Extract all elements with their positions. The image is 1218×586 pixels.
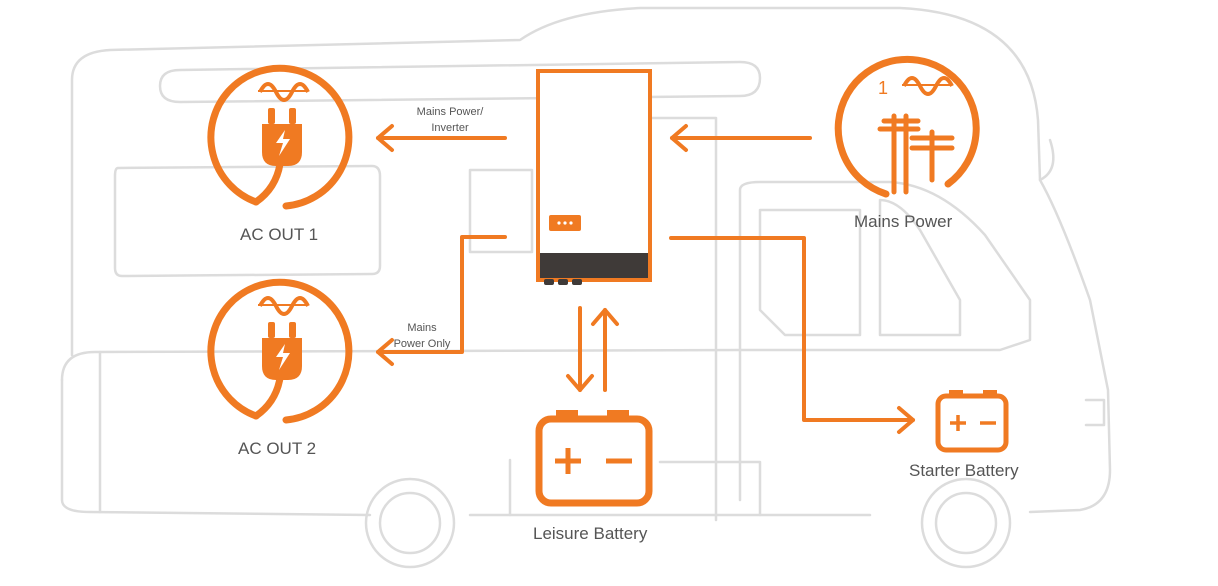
plug-icon: [207, 278, 353, 424]
ac-out-1-label: AC OUT 1: [240, 225, 319, 244]
flow-label-line: Inverter: [431, 122, 469, 134]
flow-label-line: Power Only: [393, 338, 451, 350]
inverter-charger-icon: [536, 69, 652, 285]
arrow-inverter-to-starter-battery: [669, 236, 915, 434]
battery-icon: [535, 410, 653, 507]
arrow-inverter-to-leisure-battery: [566, 306, 594, 392]
leisure-battery-label: Leisure Battery: [533, 524, 648, 543]
phase-number: 1: [878, 78, 889, 98]
arrow-inverter-to-ac-out-2: [376, 235, 507, 366]
flow-label-ac-out-2: Mains Power Only: [382, 320, 462, 352]
ac-out-2-label: AC OUT 2: [238, 439, 317, 458]
arrow-leisure-battery-to-inverter: [591, 308, 619, 392]
flow-label-ac-out-1: Mains Power/ Inverter: [405, 104, 495, 136]
flow-arrows: [376, 124, 915, 434]
battery-icon: [935, 390, 1009, 453]
arrow-mains-to-inverter: [670, 124, 812, 152]
flow-label-line: Mains: [407, 322, 437, 334]
mains-power-label: Mains Power: [854, 212, 953, 231]
starter-battery-label: Starter Battery: [909, 461, 1019, 480]
flow-label-line: Mains Power/: [416, 106, 484, 118]
plug-icon: [207, 64, 353, 210]
utility-pole-icon: [834, 55, 980, 198]
arrow-inverter-to-ac-out-1: [376, 124, 507, 152]
